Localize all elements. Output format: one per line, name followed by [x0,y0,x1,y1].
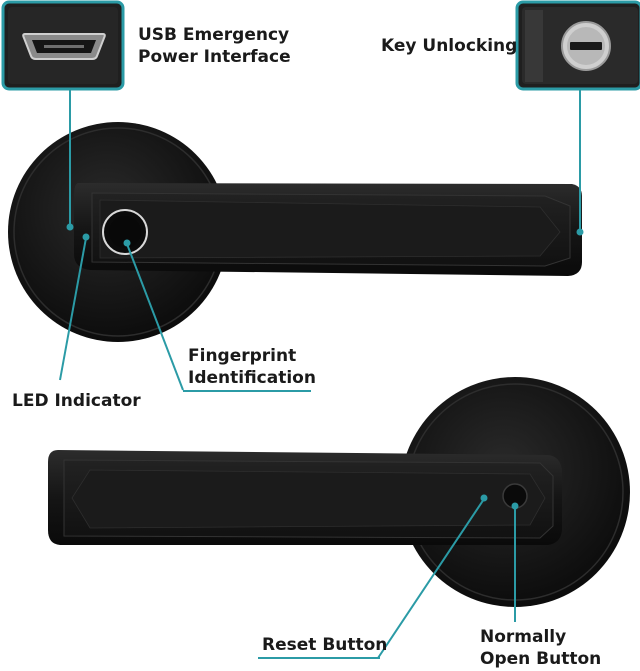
reset-button-label: Reset Button [262,635,388,655]
key-cylinder-icon [561,21,611,71]
callout-dots [66,223,584,510]
led-indicator-label: LED Indicator [12,391,141,411]
key-unlocking-label: Key Unlocking [381,36,518,56]
upper-lock [8,122,582,342]
usb-label-line1: USB Emergency [138,25,290,45]
normally-open-label-line1: Normally [480,627,567,647]
key-inset [515,0,640,91]
fingerprint-label: Fingerprint Identification [188,345,316,389]
callout-lines [59,89,581,659]
fingerprint-label-line1: Fingerprint [188,346,297,366]
fingerprint-underline [183,390,311,392]
fingerprint-callout-line [126,243,184,391]
led-callout-line [59,237,87,381]
reset-callout-line [377,498,485,659]
usb-label-line2: Power Interface [138,47,291,67]
reset-underline [258,657,380,659]
lower-lock [48,377,630,607]
micro-usb-port-icon [22,33,106,60]
usb-inset [1,0,125,91]
normally-open-label-line2: Open Button [480,649,602,669]
usb-label: USB Emergency Power Interface [138,24,291,68]
normally-open-label: Normally Open Button [480,626,601,670]
fingerprint-label-line2: Identification [188,368,316,388]
